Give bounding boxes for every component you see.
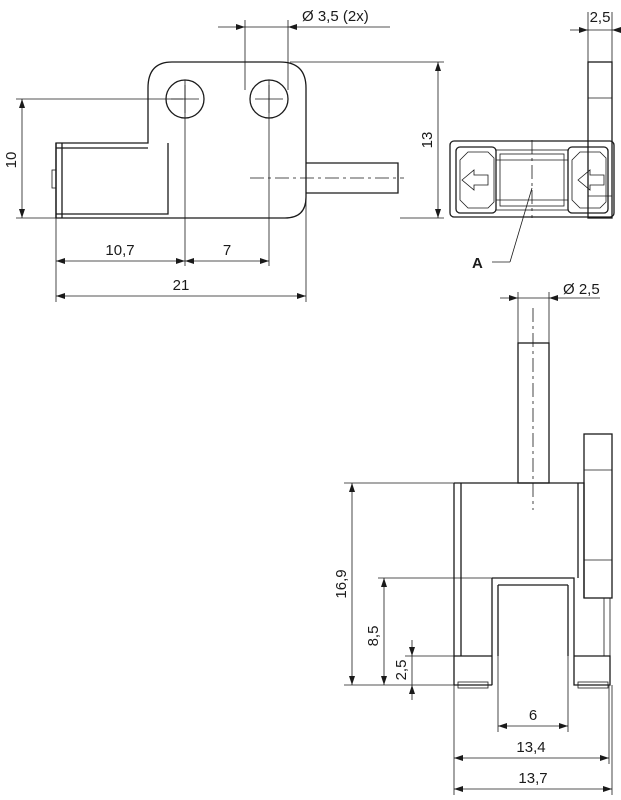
side-view: 2,5 A [449, 9, 621, 272]
bottom-flange [583, 433, 613, 599]
side-flange [587, 61, 613, 219]
bottom-pin [517, 342, 550, 484]
dim-inner-width: 13,4 [516, 739, 545, 756]
pin-shaft [306, 162, 399, 194]
dim-pin-diameter: Ø 2,5 [563, 281, 600, 298]
plate-outline [55, 61, 307, 219]
callout-label: A [472, 255, 483, 272]
connector-latch [51, 169, 57, 189]
dim-foot-height: 2,5 [393, 660, 410, 681]
left-arrow-icon [577, 169, 605, 191]
dim-hole-diameter: Ø 3,5 (2x) [302, 8, 369, 25]
bottom-view: Ø 2,5 16,9 8,5 2,5 [333, 281, 613, 795]
dim-height-left: 10 [3, 152, 20, 169]
dim-height-right: 13 [419, 132, 436, 149]
bottom-body [453, 482, 611, 686]
connector-body [55, 143, 169, 218]
dim-slot-width: 6 [529, 707, 537, 724]
left-arrow-icon [461, 169, 489, 191]
dim-body-height: 16,9 [333, 569, 350, 598]
dim-slot-depth: 8,5 [365, 626, 382, 647]
dim-side-width: 2,5 [590, 9, 611, 26]
front-view: Ø 3,5 (2x) 10 13 10,7 7 21 [3, 8, 444, 302]
dim-hole-pitch: 7 [223, 242, 231, 259]
dim-overall-width: 21 [173, 277, 190, 294]
dim-outer-width: 13,7 [518, 770, 547, 787]
dim-hole-offset: 10,7 [105, 242, 134, 259]
